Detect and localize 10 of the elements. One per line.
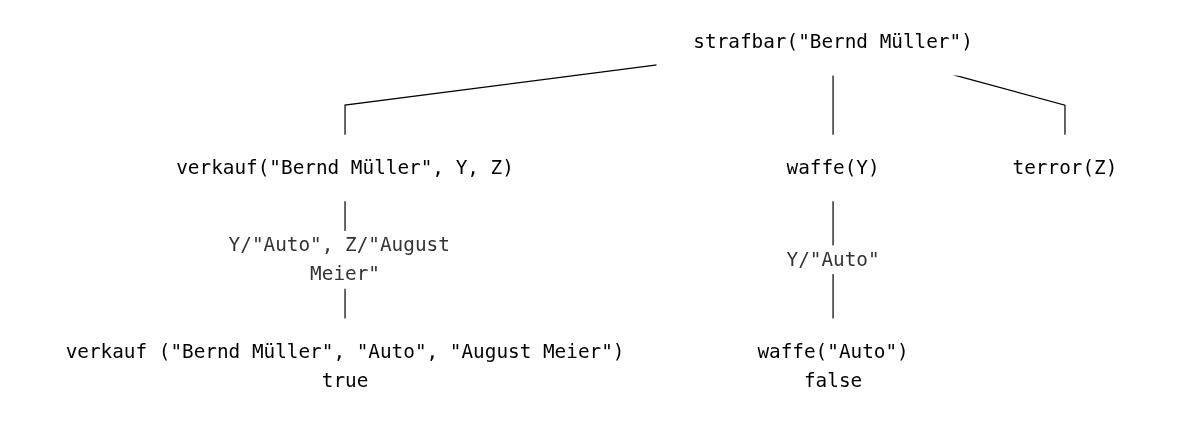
connector — [344, 64, 658, 136]
node-text: strafbar("Bernd Müller") — [693, 30, 973, 54]
edge-label: Y/"Auto" — [786, 247, 880, 271]
node-text: terror(Z) — [1012, 155, 1118, 179]
node-text: verkauf ("Bernd Müller", "Auto", "August Meier") true — [65, 339, 625, 392]
edge-label: Y/"Auto", Z/"August Meier" — [228, 233, 450, 286]
node-text: waffe(Y) — [786, 155, 880, 179]
node-text: waffe("Auto") false — [757, 339, 909, 392]
connector — [832, 74, 834, 136]
node-text: verkauf("Bernd Müller", Y, Z) — [176, 155, 514, 179]
